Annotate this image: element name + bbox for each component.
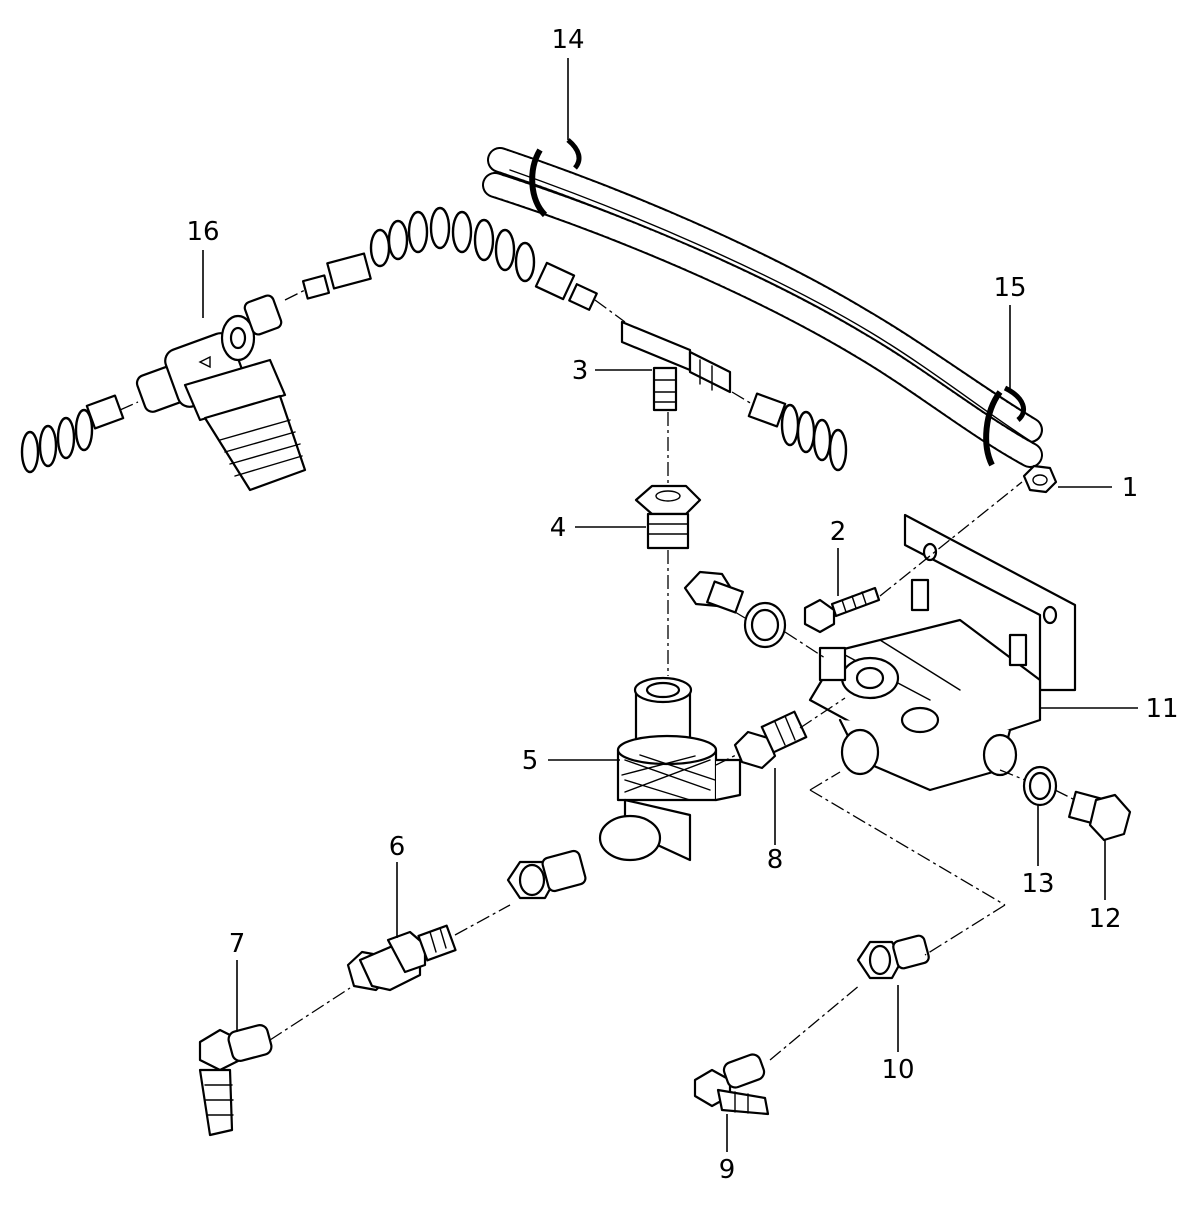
callout-13: 13 [1021,869,1054,899]
assembly-centerlines [119,289,1076,1061]
washer-upper [743,601,787,649]
callout-12: 12 [1088,904,1121,934]
adapter-mid [506,849,587,900]
elbow-7 [198,1024,273,1137]
o-ring-13 [1022,765,1058,807]
adapter-10 [856,934,930,980]
callout-labels: 14 16 15 3 4 1 2 5 11 8 13 12 6 7 10 9 [186,25,1178,1185]
adapter-4 [634,484,702,550]
callout-4: 4 [550,513,567,543]
coiled-hose-right [747,392,848,472]
coiled-hose-left [20,394,125,474]
callout-14: 14 [551,25,584,55]
braided-hose-bundle [482,147,1043,468]
callout-10: 10 [881,1055,914,1085]
union-6 [346,924,457,992]
callout-5: 5 [522,746,539,776]
callout-15: 15 [993,273,1026,303]
leader-lines [202,58,1138,1152]
callout-1: 1 [1122,473,1139,503]
callout-8: 8 [767,845,784,875]
callout-3: 3 [572,356,589,386]
elbow-9 [693,1053,770,1116]
callout-16: 16 [186,217,219,247]
tee-connector-3 [620,320,732,412]
valve-16 [135,294,307,492]
callout-6: 6 [389,832,406,862]
callout-2: 2 [830,517,847,547]
nipple-8 [733,710,808,770]
callout-9: 9 [719,1155,736,1185]
callout-11: 11 [1145,694,1178,724]
plug-upper [683,570,744,614]
plug-12 [1068,790,1132,842]
regulator-11 [808,513,1077,792]
bolt-2 [803,586,881,634]
coiled-hose-upper [301,206,598,311]
nut-1 [1022,464,1058,494]
filter-housing-5 [598,676,742,862]
cable-tie-14 [529,138,582,218]
callout-7: 7 [229,929,246,959]
